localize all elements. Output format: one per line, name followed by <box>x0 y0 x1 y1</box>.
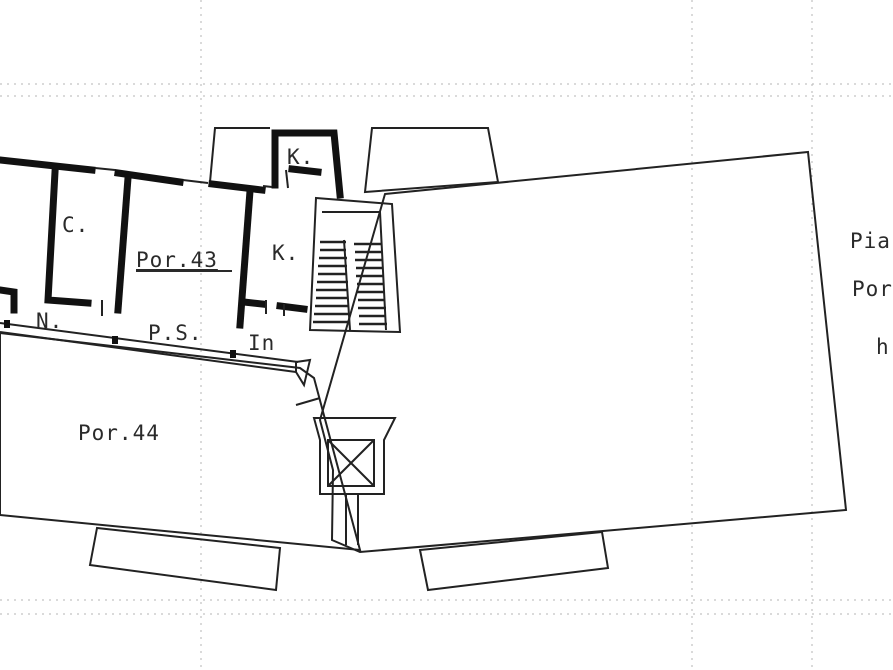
label-por44: Por.44 <box>78 421 160 445</box>
top-projection-right <box>363 127 500 194</box>
label-room-k-top: K. <box>287 145 314 169</box>
label-edge-h: h <box>876 335 890 359</box>
door-swing-mark <box>295 397 321 406</box>
parcel-right-outline <box>318 150 848 554</box>
wall-k-bottom <box>288 165 322 176</box>
wall-por43-top-mid <box>114 169 184 186</box>
wall-por43-left <box>114 174 132 314</box>
door-marks <box>94 167 289 316</box>
wall-por43-top-right <box>208 180 266 194</box>
label-edge-por: Por <box>852 277 893 301</box>
label-room-ps: P.S. <box>148 321 203 345</box>
label-room-c: C. <box>62 213 89 237</box>
wall-k-block <box>271 129 344 199</box>
wall-k-floor <box>240 298 266 308</box>
wall-por43-top <box>0 156 96 174</box>
top-projection-left <box>209 127 270 183</box>
parcel-por44-outline <box>0 331 362 552</box>
corridor-wall <box>0 322 299 363</box>
bottom-balcony-left <box>88 526 282 592</box>
wall-c-room <box>44 168 92 307</box>
elevator-shaft <box>312 417 397 545</box>
label-room-n: N. <box>36 309 63 333</box>
label-room-k-mid: K. <box>272 241 299 265</box>
label-por43: Por.43 <box>136 248 218 272</box>
wall-left-stub <box>0 286 18 314</box>
corridor-end <box>295 358 312 388</box>
bottom-balcony-right <box>418 530 610 592</box>
corridor-ticks <box>4 320 236 358</box>
label-edge-pia: Pia <box>850 229 891 253</box>
corridor-wall-inner <box>0 331 297 373</box>
staircase <box>308 196 402 334</box>
label-room-in: In <box>248 331 275 355</box>
